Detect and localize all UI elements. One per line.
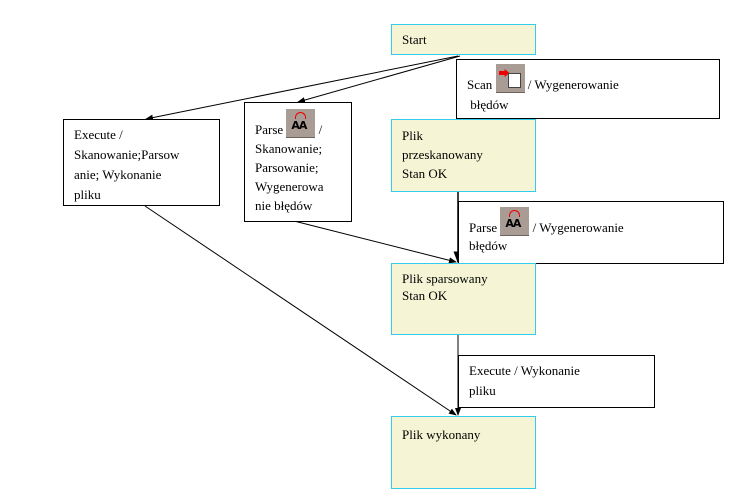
transition-scan[interactable]: Scan / Wygenerowanie błędów [456,59,720,119]
state-executed[interactable]: Plik wykonany [391,416,536,489]
parse-icon [286,109,316,138]
scan-icon [495,64,525,93]
arrow-start-to-parse [297,55,461,103]
state-start-label: Start [402,32,427,47]
state-scanned[interactable]: Plik przeskanowany Stan OK [391,119,536,192]
arrow-start-to-execute [145,55,459,121]
transition-execute[interactable]: Execute / Wykonanie pliku [458,355,655,408]
transition-parse[interactable]: Parse / Wygenerowanie błędów [458,201,724,264]
arrow-parse-to-parsed [293,220,457,264]
state-start[interactable]: Start [391,24,536,55]
parse-icon [500,207,530,236]
transition-parse-from-start[interactable]: Parse / Skanowanie; Parsowanie; Wygenero… [244,102,352,222]
transition-execute-from-start[interactable]: Execute / Skanowanie;Parsow anie; Wykona… [63,119,220,206]
state-parsed[interactable]: Plik sparsowany Stan OK [391,263,536,335]
arrow-execute-to-executed [144,205,457,416]
